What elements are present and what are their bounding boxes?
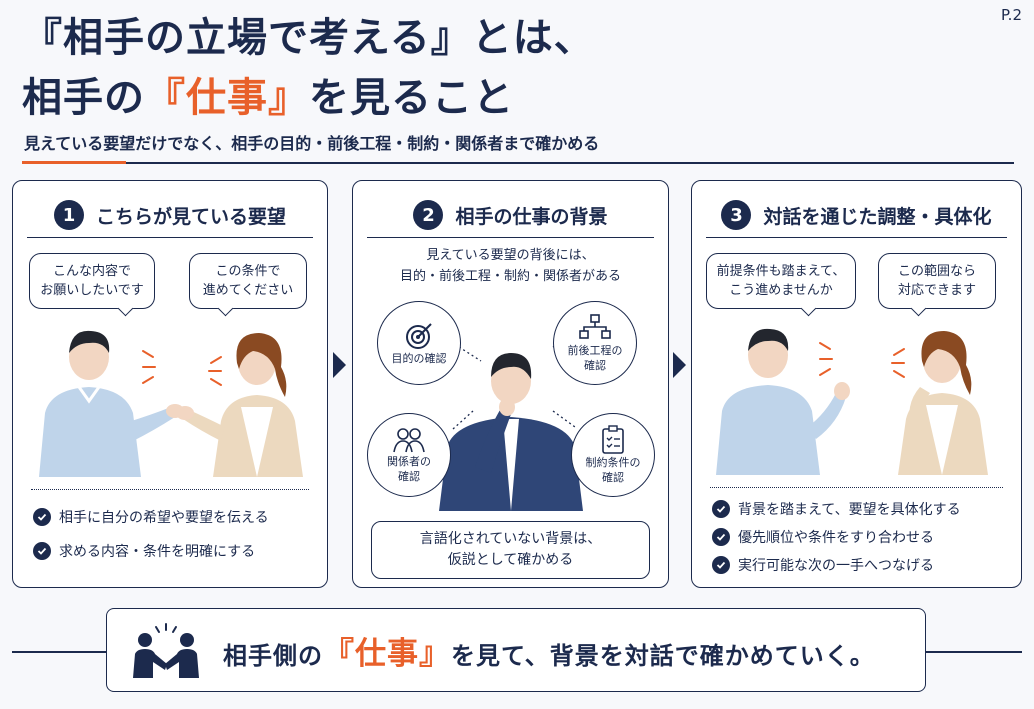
subtitle: 見えている要望だけでなく、相手の目的・前後工程・制約・関係者まで確かめる <box>24 134 600 153</box>
check-item: 求める内容・条件を明確にする <box>33 541 255 561</box>
intro-line: 目的・前後工程・制約・関係者がある <box>399 269 621 284</box>
panel-header: 2 相手の仕事の背景 <box>367 193 654 238</box>
check-icon <box>33 508 51 526</box>
panel-title: こちらが見ている要望 <box>95 205 286 228</box>
circle-label: 前後工程の <box>567 344 623 357</box>
note-line: 言語化されていない背景は、 <box>419 531 602 547</box>
panel-header: 1 こちらが見ている要望 <box>27 193 313 238</box>
title-suffix: を見ること <box>309 75 514 121</box>
panel-title: 相手の仕事の背景 <box>455 205 608 228</box>
target-icon <box>406 322 432 349</box>
summary-prefix: 相手側の <box>223 641 323 670</box>
handshake-icon <box>133 623 199 678</box>
panel-header: 3 対話を通じた調整・具体化 <box>706 193 1007 238</box>
summary-accent: 『仕事』 <box>323 635 451 672</box>
speech-bubble-woman: この範囲なら 対応できます <box>878 253 996 317</box>
constraints-check-circle: 制約条件の 確認 <box>571 413 655 497</box>
check-icon <box>712 556 730 574</box>
panel-work-background: 2 相手の仕事の背景 見えている要望の背後には、 目的・前後工程・制約・関係者が… <box>352 180 669 588</box>
subtitle-accent-rule <box>22 161 126 164</box>
check-icon <box>712 500 730 518</box>
bubble-line: この条件で <box>215 264 281 279</box>
title-accent: 『仕事』 <box>145 75 309 121</box>
bubble-line: 進めてください <box>202 283 294 298</box>
hypothesis-note: 言語化されていない背景は、 仮説として確かめる <box>371 521 650 579</box>
process-check-circle: 前後工程の 確認 <box>553 301 637 385</box>
check-text: 実行可能な次の一手へつなげる <box>738 558 934 574</box>
check-text: 背景を踏まえて、要望を具体化する <box>738 502 961 518</box>
title-line-2: 相手の『仕事』を見ること <box>22 68 595 128</box>
step-number-badge: 2 <box>413 200 444 230</box>
background-intro: 見えている要望の背後には、 目的・前後工程・制約・関係者がある <box>353 245 668 287</box>
bubble-line: 対応できます <box>897 283 976 298</box>
circle-label: 確認 <box>584 359 606 372</box>
circle-label: 確認 <box>602 471 624 484</box>
check-text: 優先順位や条件をすり合わせる <box>738 530 934 546</box>
page-number: P.2 <box>1000 6 1022 24</box>
check-item: 優先順位や条件をすり合わせる <box>712 527 934 547</box>
circle-label: 制約条件の <box>585 456 641 469</box>
people-icon <box>393 428 425 453</box>
check-icon <box>712 528 730 546</box>
note-line: 仮説として確かめる <box>447 552 574 568</box>
speech-bubble-man: こんな内容で お願いしたいです <box>29 253 155 317</box>
circle-label: 関係者の <box>387 455 431 468</box>
people-check-circle: 関係者の 確認 <box>367 413 451 497</box>
bubble-line: こんな内容で <box>52 264 131 279</box>
bubble-line: お願いしたいです <box>40 283 144 298</box>
check-text: 求める内容・条件を明確にする <box>59 544 256 560</box>
subtitle-rule <box>126 162 1014 164</box>
checklist-icon <box>602 425 624 454</box>
bubble-line: この範囲なら <box>897 264 976 279</box>
purpose-check-circle: 目的の確認 <box>377 301 461 385</box>
check-item: 実行可能な次の一手へつなげる <box>712 555 934 575</box>
bubble-line: こう進めませんか <box>729 283 833 298</box>
summary-banner: 相手側の『仕事』を見て、背景を対話で確かめていく。 <box>106 608 926 692</box>
footer-rule-right <box>926 651 1022 653</box>
panel-title: 対話を通じた調整・具体化 <box>763 205 992 228</box>
arrow-right-icon <box>673 352 686 378</box>
title-line-1: 『相手の立場で考える』とは、 <box>22 15 595 61</box>
arrow-right-icon <box>333 352 346 378</box>
flow-diagram-icon <box>579 314 611 339</box>
summary-text: 相手側の『仕事』を見て、背景を対話で確かめていく。 <box>223 628 875 673</box>
section-divider <box>710 487 1003 488</box>
check-item: 相手に自分の希望や要望を伝える <box>33 507 269 527</box>
step-number-badge: 1 <box>53 200 84 230</box>
conversation-illustration <box>39 330 303 477</box>
thinking-person-illustration <box>439 336 583 511</box>
circle-label: 目的の確認 <box>391 351 447 365</box>
section-divider <box>31 489 309 490</box>
footer-rule-left <box>12 651 106 653</box>
check-icon <box>33 542 51 560</box>
circle-label: 確認 <box>398 470 420 483</box>
check-item: 背景を踏まえて、要望を具体化する <box>712 499 961 519</box>
panel-dialogue-adjustment: 3 対話を通じた調整・具体化 前提条件も踏まえて、 こう進めませんか この範囲な… <box>691 180 1022 588</box>
speech-bubble-woman: この条件で 進めてください <box>189 253 307 317</box>
title-prefix: 相手の <box>22 75 145 121</box>
panel-visible-request: 1 こちらが見ている要望 こんな内容で お願いしたいです この条件で 進めてくだ… <box>12 180 328 588</box>
bubble-line: 前提条件も踏まえて、 <box>716 264 846 279</box>
agreement-illustration <box>716 328 988 475</box>
page-title: 『相手の立場で考える』とは、 相手の『仕事』を見ること <box>22 8 595 128</box>
step-number-badge: 3 <box>721 200 752 230</box>
speech-bubble-man: 前提条件も踏まえて、 こう進めませんか <box>706 253 856 317</box>
intro-line: 見えている要望の背後には、 <box>426 248 595 263</box>
summary-suffix: を見て、背景を対話で確かめていく。 <box>451 641 875 670</box>
check-text: 相手に自分の希望や要望を伝える <box>59 510 269 526</box>
